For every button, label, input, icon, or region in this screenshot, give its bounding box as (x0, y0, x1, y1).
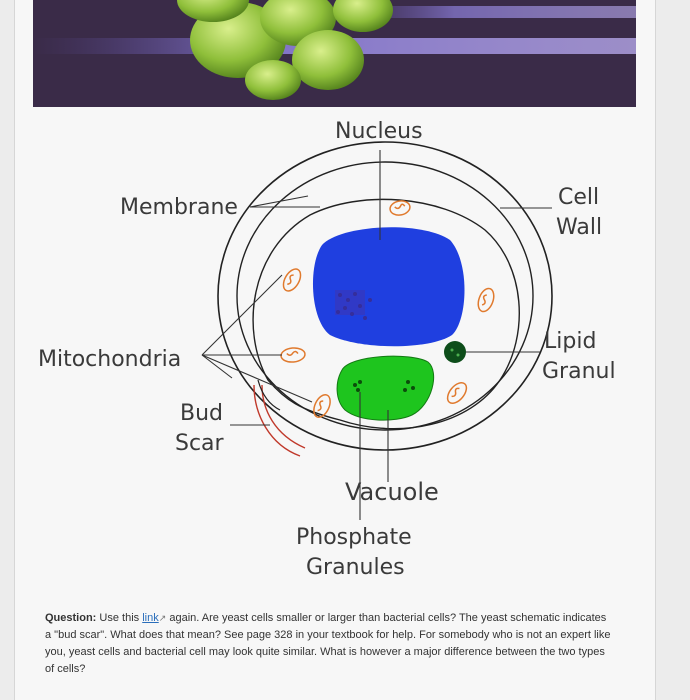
yeast-photo (33, 0, 636, 107)
question-link[interactable]: link (142, 612, 159, 624)
cell-membrane (252, 198, 520, 430)
cell-wall-inner (236, 161, 534, 431)
label-lipid-1: Lipid (544, 329, 596, 354)
mitochondrion (446, 382, 468, 404)
label-cell-wall-2: Wall (556, 215, 602, 240)
mitochondrion (477, 287, 495, 313)
label-membrane: Membrane (120, 195, 238, 220)
page-card (14, 0, 656, 700)
header-image (33, 0, 636, 107)
yeast-cell-diagram: Nucleus Membrane Cell Wall Lipid Granul … (38, 119, 616, 580)
label-mitochondria: Mitochondria (38, 347, 181, 372)
label-phosphate-1: Phosphate (296, 525, 412, 550)
label-vacuole: Vacuole (345, 478, 439, 506)
mitochondria (280, 200, 495, 419)
question-body: again. Are yeast cells smaller or larger… (45, 612, 611, 675)
label-bud: Bud (180, 401, 223, 426)
bud-scar (261, 384, 306, 449)
mitochondria-leader (201, 274, 283, 356)
label-scar: Scar (175, 431, 225, 456)
question-text: Question: Use this link↗ again. Are yeas… (45, 610, 615, 678)
label-lipid-2: Granul (542, 359, 616, 384)
mitochondrion (389, 200, 411, 216)
label-phosphate-2: Granules (306, 555, 405, 580)
question-pre-link: Use this (99, 612, 140, 624)
vacuole (336, 355, 435, 421)
label-nucleus: Nucleus (335, 119, 423, 144)
phosphate-granules (353, 380, 415, 392)
nucleolus (335, 290, 372, 320)
nucleus (312, 227, 465, 347)
mitochondrion (313, 393, 331, 419)
mitochondrion (282, 268, 302, 292)
cell-wall-outer (217, 141, 553, 451)
label-cell-wall-1: Cell (558, 185, 599, 210)
external-link-icon: ↗ (158, 613, 167, 623)
question-label: Question: (45, 612, 97, 624)
mitochondrion (280, 347, 306, 363)
lipid-granule (444, 341, 466, 363)
